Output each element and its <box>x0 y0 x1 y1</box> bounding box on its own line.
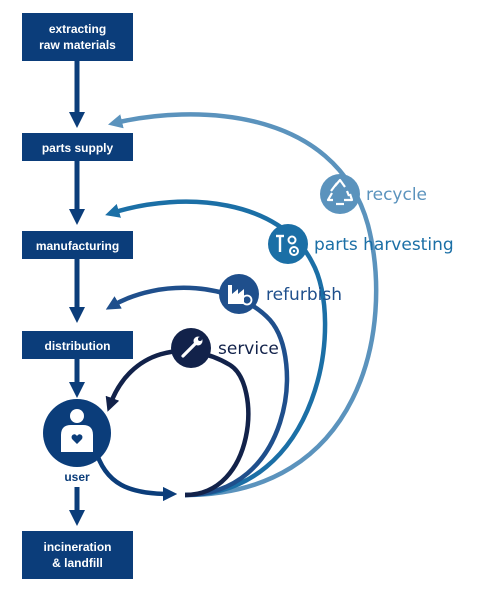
stage-distribution: distribution <box>22 331 133 359</box>
stage-parts-supply: parts supply <box>22 133 133 161</box>
refurbish-loop-arrow <box>105 285 290 498</box>
person-with-heart-icon <box>61 409 93 452</box>
stage-label: raw materials <box>39 38 116 52</box>
recycle-icon <box>326 178 354 206</box>
parts-harvesting-node: parts harvesting <box>268 224 454 264</box>
stage-incineration-landfill: incineration & landfill <box>22 531 133 579</box>
parts-harvesting-label: parts harvesting <box>314 235 454 255</box>
recycle-label: recycle <box>366 185 427 205</box>
stage-label: manufacturing <box>36 239 119 253</box>
recycle-node: recycle <box>320 174 427 214</box>
stage-manufacturing: manufacturing <box>22 231 133 259</box>
user-to-loops-arrow <box>92 447 178 502</box>
stage-extracting-raw-materials: extracting raw materials <box>22 13 133 61</box>
service-loop-arrow <box>105 349 251 498</box>
stage-label: distribution <box>45 339 111 353</box>
wrench-icon <box>181 336 203 358</box>
refurbish-label: refurbish <box>266 285 342 305</box>
refurbish-node: refurbish <box>219 274 342 314</box>
user-node: user <box>43 399 111 484</box>
parts-harvesting-loop-arrow <box>105 199 328 498</box>
stage-label: incineration <box>43 540 111 554</box>
stage-label: extracting <box>49 22 106 36</box>
service-label: service <box>218 339 279 359</box>
gears-tools-icon <box>276 234 299 256</box>
stage-label: & landfill <box>52 556 103 570</box>
recycle-loop-arrow <box>107 112 379 498</box>
stage-label: parts supply <box>42 141 114 155</box>
factory-refresh-icon <box>228 285 253 306</box>
user-label: user <box>64 470 90 484</box>
service-node: service <box>171 328 279 368</box>
